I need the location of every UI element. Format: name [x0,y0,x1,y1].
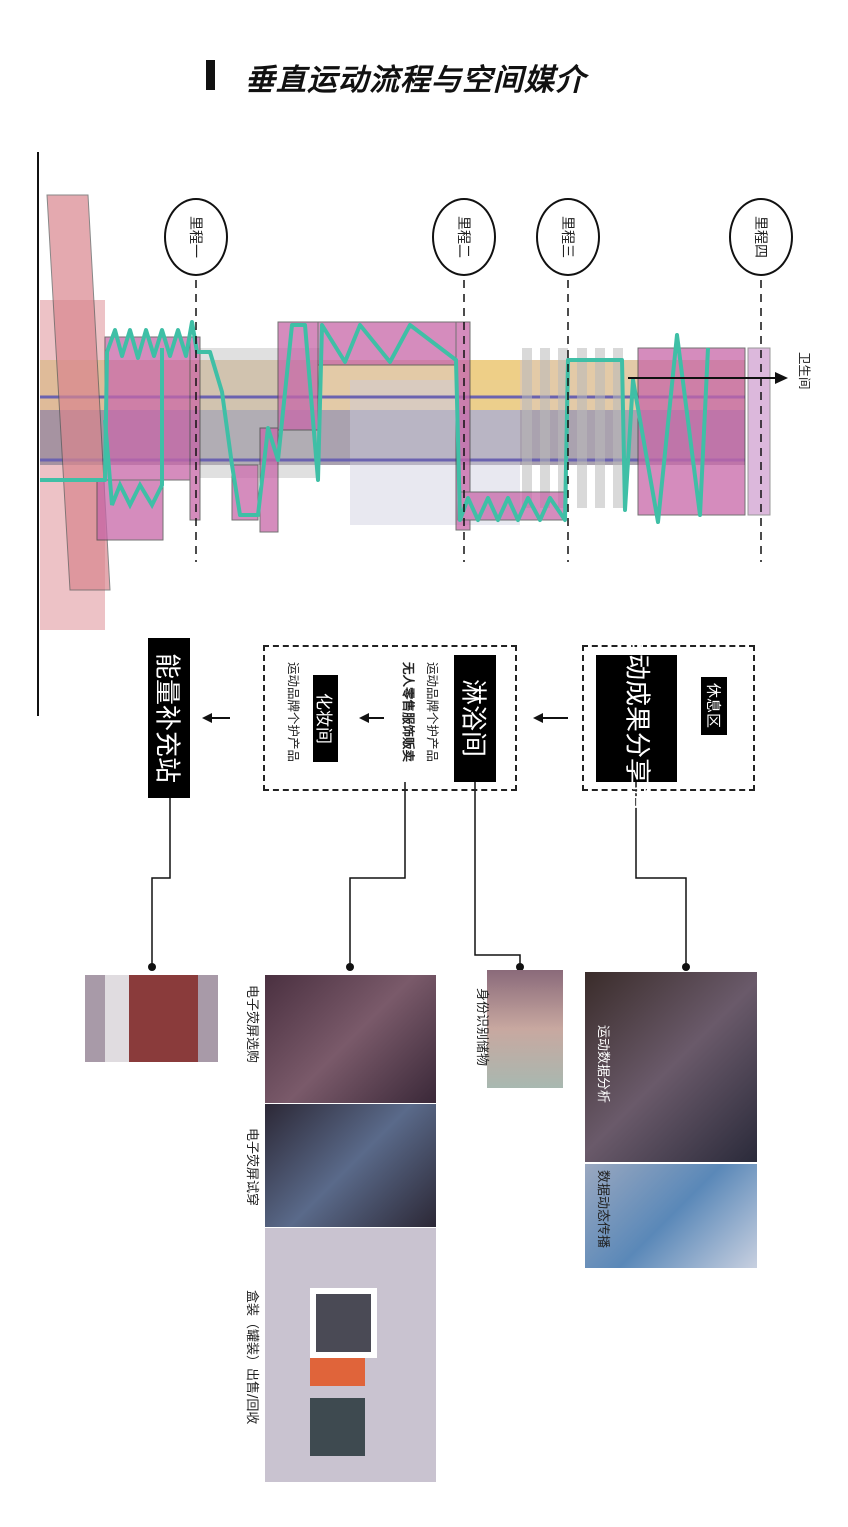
media-label: 电子荧屏选购 [244,985,259,1064]
shower-item: 运动品牌个护产品 [425,662,440,763]
arrow-left-icon [533,713,543,723]
connectors [151,782,687,966]
arrow-left-icon [202,713,212,723]
data-broadcast-photo [585,1164,757,1268]
rest-zone-box [582,645,755,791]
screen-shopping-photo [265,975,436,1103]
light-pink-box [747,347,771,516]
title-marker [206,60,215,90]
shower-zone-box [263,645,517,791]
energy-station-box: 能量补充站 [148,638,190,798]
restroom-label: 卫生间 [797,352,812,390]
shower-box: 淋浴间 [454,655,496,782]
connector-dot [148,963,156,971]
media-label: 身份识别储物 [474,988,489,1067]
food-display-photo [85,975,218,1062]
share-station-box: 运动成果分享站 [596,628,677,810]
media-label: 电子荧屏试穿 [244,1128,259,1207]
packaged-sale-photo [265,1228,436,1482]
media-label: 盒装（罐装）出售/回收 [244,1290,259,1425]
milestone-4: 里程四 [729,198,793,276]
milestone-2: 里程二 [432,198,496,276]
connector-dot [682,963,690,971]
milestone-1: 里程一 [164,198,228,276]
makeup-box: 化妆间 [313,675,338,762]
slanted-pink-block [46,194,111,591]
arrow-head-icon [775,372,788,384]
movement-line-branch [103,348,164,510]
movement-line [40,320,710,524]
connector-dot [516,963,524,971]
makeup-item: 运动品牌个护产品 [286,662,301,763]
band-yellow [470,360,520,410]
page-title: 垂直运动流程与空间媒介 [245,63,586,98]
id-locker-photo [487,970,563,1088]
media-label: 运动数据分析 [595,1025,610,1104]
media-label: 数据动态传播 [595,1170,610,1249]
arrow-left-icon [359,713,369,723]
connector-dot [346,963,354,971]
shower-item: 无人零售服饰贩卖 [401,662,416,763]
gray-stripes [522,348,623,508]
rest-area-box: 休息区 [701,677,727,735]
data-analysis-photo [585,972,757,1162]
screen-tryon-photo [265,1104,436,1227]
milestone-3: 里程三 [536,198,600,276]
milestone-lines [195,280,762,562]
